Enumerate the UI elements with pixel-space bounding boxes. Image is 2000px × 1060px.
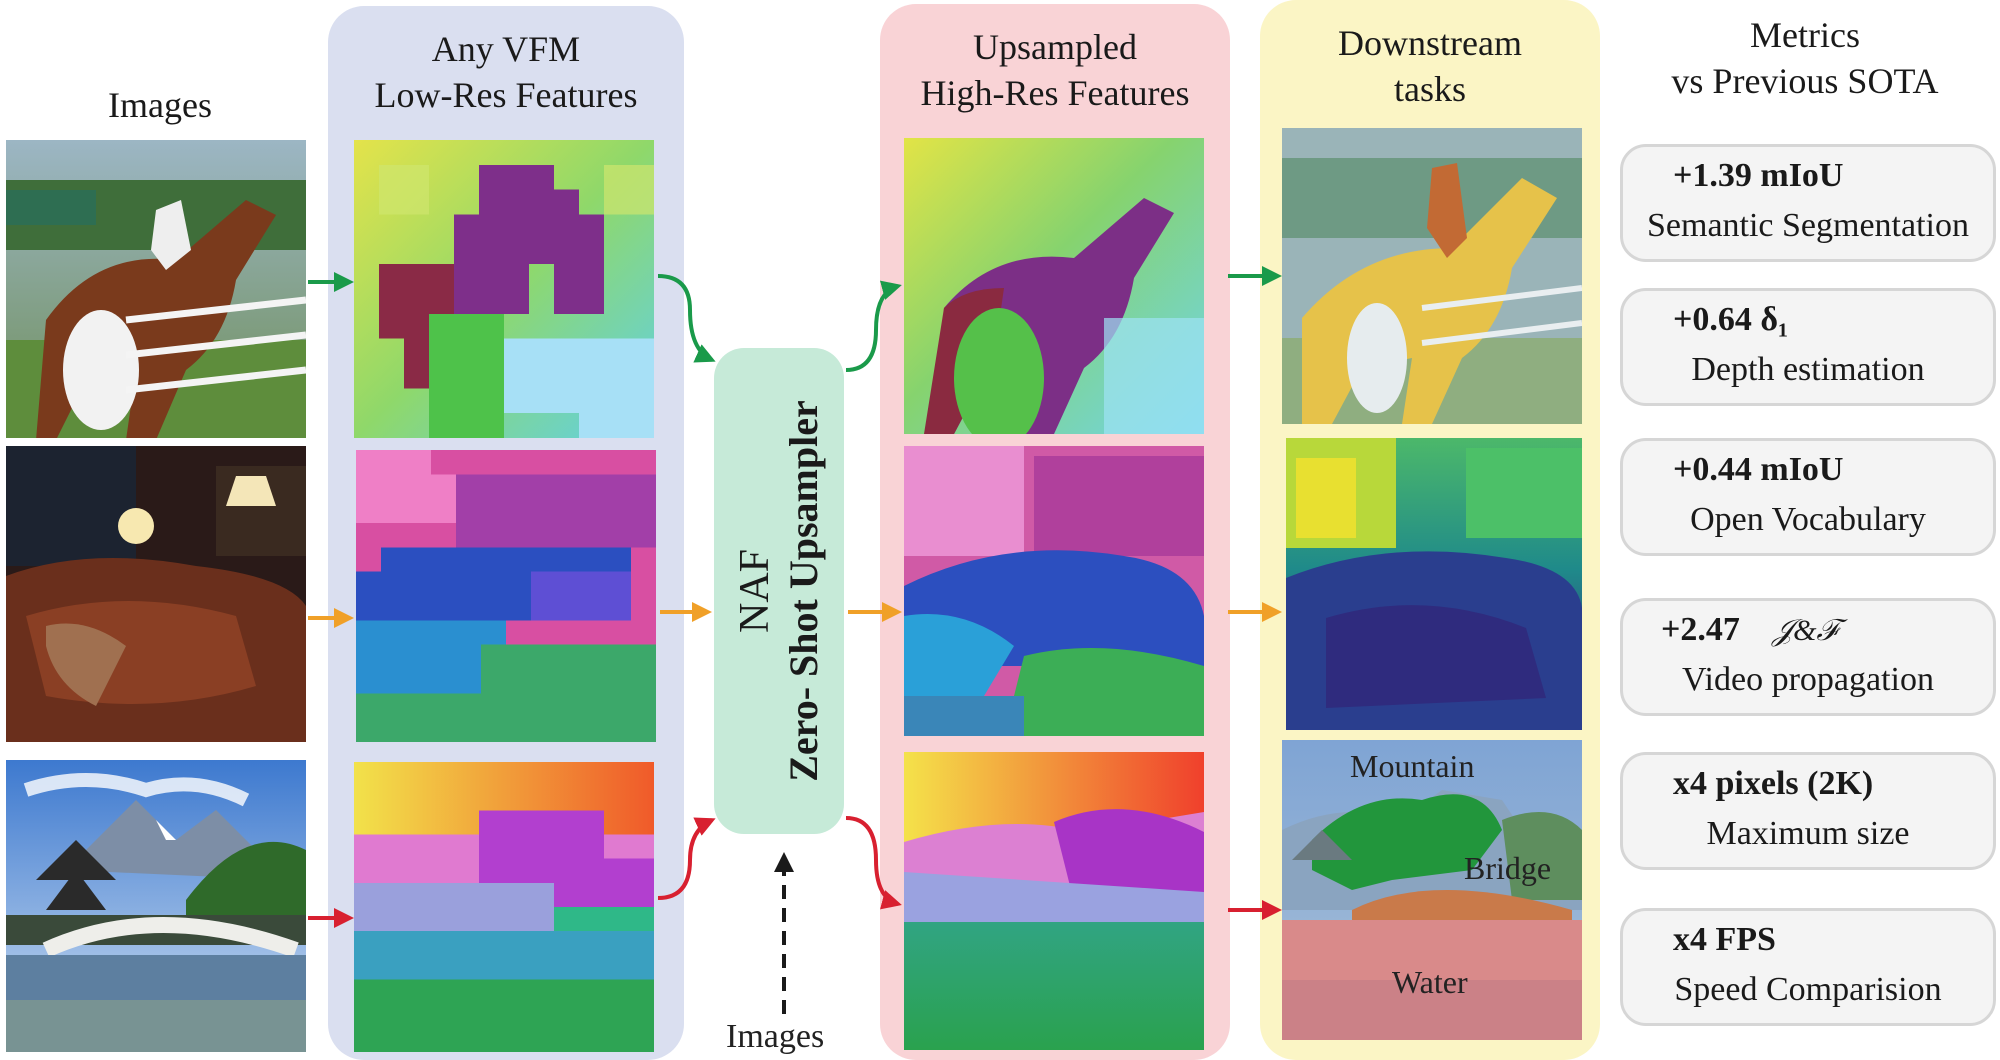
input-image-living-room: [6, 446, 306, 742]
upsampled-header-line1: Upsampled: [973, 27, 1137, 67]
metric-task: Speed Comparision: [1674, 971, 1942, 1008]
metric-task: Maximum size: [1706, 815, 1910, 852]
metric-value: x4 FPS: [1673, 921, 1776, 958]
arrow-green-to-naf: [657, 274, 716, 363]
images-header: Images: [108, 85, 212, 125]
input-image-horse: [6, 140, 306, 438]
lowres-feature-living-room: [356, 450, 656, 742]
metric-value-number: +2.47: [1661, 611, 1740, 648]
input-image-pagoda: [6, 760, 306, 1052]
metrics-header-line2: vs Previous SOTA: [1671, 61, 1939, 101]
metric-task: Semantic Segmentation: [1647, 207, 1969, 244]
metrics-header: Metrics vs Previous SOTA: [1610, 12, 2000, 104]
label-mountain: Mountain: [1350, 748, 1475, 784]
metric-value: +1.39 mIoU: [1673, 157, 1844, 194]
metric-semantic-segmentation: +1.39 mIoU Semantic Segmentation: [1620, 144, 1996, 262]
arrow-green-from-naf: [845, 280, 902, 372]
downstream-segmentation: [1282, 128, 1582, 424]
metric-value: +0.44 mIoU: [1673, 451, 1844, 488]
arrow-red-from-naf: [845, 816, 902, 910]
downstream-header-line1: Downstream: [1338, 23, 1522, 63]
downstream-open-vocabulary: [1282, 740, 1582, 1040]
metric-depth-estimation: +0.64 δ₁ Depth estimation: [1620, 288, 1996, 406]
metric-task: Depth estimation: [1691, 351, 1925, 388]
downstream-depth: [1286, 438, 1582, 730]
label-water: Water: [1392, 964, 1468, 1000]
upsampled-header-line2: High-Res Features: [920, 73, 1190, 113]
metric-task: Video propagation: [1682, 661, 1934, 698]
downstream-header-line2: tasks: [1394, 69, 1466, 109]
metric-task: Open Vocabulary: [1690, 501, 1926, 538]
metric-value: x4 pixels (2K): [1673, 765, 1874, 802]
vfm-header: Any VFM Low-Res Features: [328, 26, 684, 118]
highres-feature-living-room: [904, 446, 1204, 736]
metric-open-vocabulary: +0.44 mIoU Open Vocabulary: [1620, 438, 1996, 556]
arrow-red-to-naf: [657, 817, 716, 900]
metric-video-propagation: +2.47 𝒥&ℱ Video propagation: [1620, 598, 1996, 716]
metric-maximum-size: x4 pixels (2K) Maximum size: [1620, 752, 1996, 870]
highres-feature-horse: [904, 138, 1204, 434]
upsampled-header: Upsampled High-Res Features: [880, 24, 1230, 116]
upsampler-input-images-label: Images: [726, 1018, 825, 1055]
metric-value: +2.47 𝒥&ℱ: [1661, 611, 1839, 649]
lowres-feature-horse: [354, 140, 654, 438]
naf-upsampler-box: NAF Zero- Shot Upsampler: [714, 348, 844, 834]
metric-value: +0.64 δ₁: [1673, 301, 1789, 338]
metric-speed-comparison: x4 FPS Speed Comparision: [1620, 908, 1996, 1026]
metric-value-jf: 𝒥&ℱ: [1772, 614, 1839, 647]
metrics-header-line1: Metrics: [1750, 15, 1860, 55]
downstream-header: Downstream tasks: [1260, 20, 1600, 112]
lowres-feature-pagoda: [354, 762, 654, 1052]
vfm-header-line2: Low-Res Features: [374, 75, 638, 115]
label-bridge: Bridge: [1464, 850, 1552, 886]
vfm-header-line1: Any VFM: [431, 29, 581, 69]
highres-feature-pagoda: [904, 752, 1204, 1050]
